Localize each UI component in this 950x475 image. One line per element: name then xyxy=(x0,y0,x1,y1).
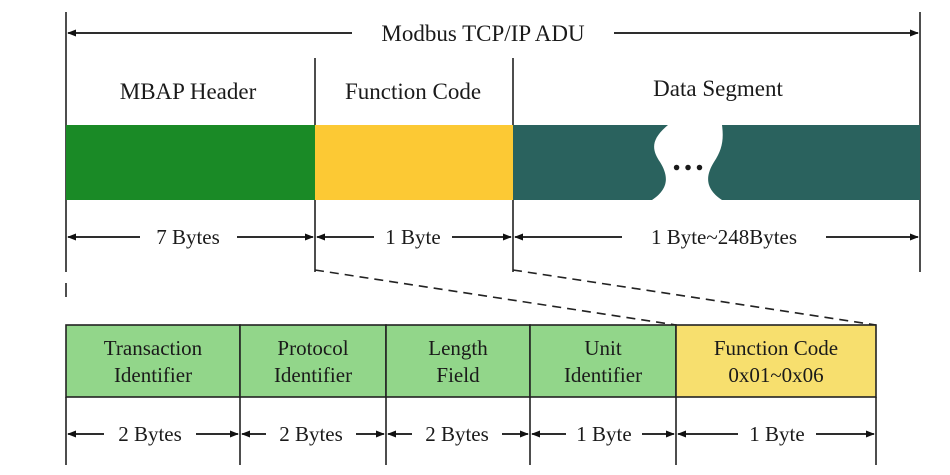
transaction-identifier-size: 2 Bytes xyxy=(118,422,182,446)
protocol-identifier-line1: Protocol xyxy=(277,336,348,360)
adu-span-arrow: Modbus TCP/IP ADU xyxy=(67,21,919,46)
function-code-field-line1: Function Code xyxy=(714,336,838,360)
function-code-field-line2: 0x01~0x06 xyxy=(728,363,823,387)
protocol-identifier-line2: Identifier xyxy=(274,363,352,387)
data-segment-ellipsis: … xyxy=(671,141,705,178)
mbap-header-label: MBAP Header xyxy=(120,79,257,104)
mbap-fields-row xyxy=(65,324,877,398)
transaction-identifier-box xyxy=(65,324,241,398)
data-segment-bar-right xyxy=(708,125,920,200)
function-code-size: 1 Byte xyxy=(385,225,440,249)
protocol-identifier-box xyxy=(239,324,387,398)
function-code-bar xyxy=(315,125,513,200)
unit-identifier-line1: Unit xyxy=(584,336,622,360)
mbap-header-bar xyxy=(66,125,315,200)
function-code-field-size: 1 Byte xyxy=(749,422,804,446)
data-segment-size: 1 Byte~248Bytes xyxy=(651,225,797,249)
length-field-line2: Field xyxy=(436,363,480,387)
data-segment-bar-left xyxy=(513,125,668,200)
unit-identifier-size: 1 Byte xyxy=(576,422,631,446)
expansion-connectors xyxy=(314,269,877,326)
data-segment-label: Data Segment xyxy=(653,76,783,101)
transaction-identifier-line2: Identifier xyxy=(114,363,192,387)
length-field-size: 2 Bytes xyxy=(425,422,489,446)
unit-identifier-box xyxy=(529,324,677,398)
mbap-header-size: 7 Bytes xyxy=(156,225,220,249)
length-field-box xyxy=(385,324,531,398)
adu-title: Modbus TCP/IP ADU xyxy=(381,21,585,46)
function-code-box xyxy=(675,324,877,398)
bottom-boundary-lines xyxy=(65,397,877,465)
length-field-line1: Length xyxy=(428,336,488,360)
transaction-identifier-line1: Transaction xyxy=(104,336,203,360)
protocol-identifier-size: 2 Bytes xyxy=(279,422,343,446)
function-code-label: Function Code xyxy=(345,79,481,104)
unit-identifier-line2: Identifier xyxy=(564,363,642,387)
